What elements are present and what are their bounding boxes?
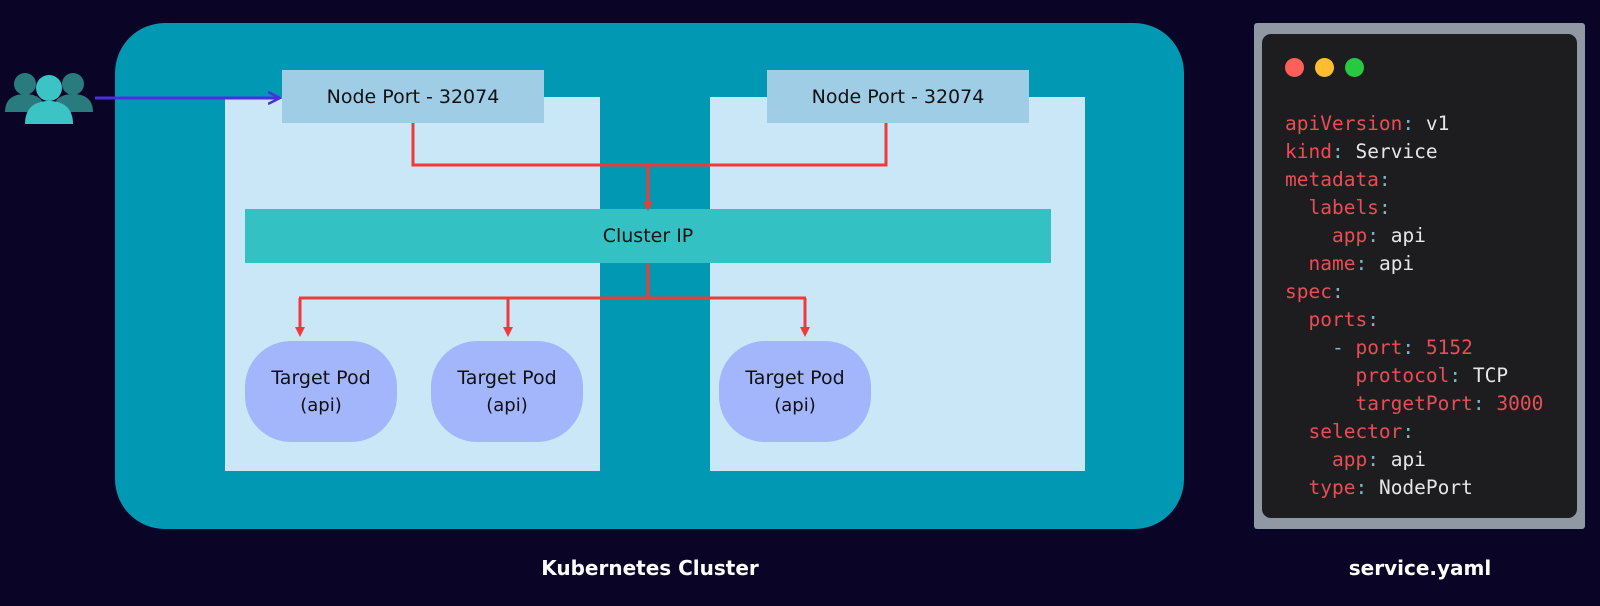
yaml-line: labels: — [1285, 194, 1543, 222]
yaml-value: NodePort — [1378, 476, 1473, 499]
yaml-dash: - — [1331, 336, 1356, 359]
yaml-key: metadata — [1285, 168, 1379, 191]
pod-sub-label: (api) — [774, 394, 816, 416]
yaml-line: kind: Service — [1285, 138, 1543, 166]
yaml-value: 3000 — [1496, 392, 1544, 415]
yaml-value: 5152 — [1425, 336, 1473, 359]
yaml-key: targetPort — [1355, 392, 1473, 415]
yaml-space — [1414, 112, 1426, 135]
yaml-value: api — [1390, 448, 1426, 471]
cluster-ip-bar: Cluster IP — [245, 209, 1051, 263]
yaml-key: type — [1308, 476, 1356, 499]
users-group-icon — [5, 73, 93, 124]
service-yaml-caption: service.yaml — [1348, 556, 1492, 580]
yaml-line: name: api — [1285, 250, 1543, 278]
yaml-line: protocol: TCP — [1285, 362, 1543, 390]
yaml-space — [1485, 392, 1497, 415]
yaml-indent — [1285, 392, 1355, 415]
yaml-key: name — [1308, 252, 1356, 275]
yaml-indent — [1285, 224, 1332, 247]
yaml-space — [1414, 336, 1426, 359]
yaml-line: ports: — [1285, 306, 1543, 334]
yaml-colon: : — [1402, 112, 1415, 135]
target-pod-2: Target Pod (api) — [431, 341, 583, 442]
yaml-colon: : — [1367, 448, 1379, 471]
node-port-right: Node Port - 32074 — [767, 70, 1029, 123]
yaml-value: api — [1378, 252, 1415, 275]
yaml-line: app: api — [1285, 446, 1543, 474]
kubernetes-cluster-caption: Kubernetes Cluster — [541, 556, 759, 580]
yaml-line: - port: 5152 — [1285, 334, 1543, 362]
yaml-line: spec: — [1285, 278, 1543, 306]
yaml-indent — [1285, 308, 1308, 331]
yaml-indent — [1285, 252, 1308, 275]
yaml-value: Service — [1355, 140, 1438, 163]
pod-label: Target Pod — [457, 366, 557, 389]
yaml-key: spec — [1285, 280, 1332, 303]
target-pod-1: Target Pod (api) — [245, 341, 397, 442]
yaml-space — [1344, 140, 1356, 163]
close-dot-icon[interactable] — [1285, 58, 1304, 77]
yaml-colon: : — [1355, 476, 1368, 499]
yaml-line: selector: — [1285, 418, 1543, 446]
yaml-colon: : — [1367, 308, 1379, 331]
yaml-colon: : — [1367, 224, 1379, 247]
yaml-indent — [1285, 336, 1332, 359]
yaml-line: type: NodePort — [1285, 474, 1543, 502]
yaml-key: app — [1331, 448, 1368, 471]
yaml-colon: : — [1402, 336, 1415, 359]
pod-sub-label: (api) — [300, 394, 342, 416]
yaml-key: port — [1355, 336, 1403, 359]
yaml-indent — [1285, 364, 1355, 387]
yaml-indent — [1285, 420, 1308, 443]
pod-label: Target Pod — [271, 366, 371, 389]
yaml-indent — [1285, 196, 1308, 219]
yaml-space — [1379, 224, 1391, 247]
yaml-key: protocol — [1355, 364, 1450, 387]
yaml-space — [1367, 476, 1379, 499]
yaml-colon: : — [1331, 280, 1344, 303]
yaml-space — [1367, 252, 1379, 275]
yaml-key: app — [1331, 224, 1368, 247]
maximize-dot-icon[interactable] — [1345, 58, 1364, 77]
yaml-key: ports — [1308, 308, 1368, 331]
target-pod-3: Target Pod (api) — [719, 341, 871, 442]
yaml-line: app: api — [1285, 222, 1543, 250]
yaml-line: targetPort: 3000 — [1285, 390, 1543, 418]
minimize-dot-icon[interactable] — [1315, 58, 1334, 77]
nodeport-join-wire — [411, 123, 888, 167]
yaml-key: labels — [1308, 196, 1379, 219]
yaml-colon: : — [1378, 168, 1391, 191]
yaml-colon: : — [1402, 420, 1415, 443]
yaml-colon: : — [1449, 364, 1462, 387]
yaml-key: kind — [1285, 140, 1332, 163]
yaml-line: apiVersion: v1 — [1285, 110, 1543, 138]
yaml-colon: : — [1472, 392, 1485, 415]
node-port-left: Node Port - 32074 — [282, 70, 544, 123]
yaml-value: TCP — [1472, 364, 1509, 387]
yaml-colon: : — [1355, 252, 1368, 275]
window-controls — [1285, 58, 1364, 77]
yaml-key: selector — [1308, 420, 1403, 443]
yaml-colon: : — [1331, 140, 1344, 163]
yaml-indent — [1285, 476, 1308, 499]
yaml-line: metadata: — [1285, 166, 1543, 194]
yaml-space — [1379, 448, 1391, 471]
yaml-value: api — [1390, 224, 1426, 247]
yaml-colon: : — [1378, 196, 1391, 219]
yaml-space — [1461, 364, 1473, 387]
pod-label: Target Pod — [745, 366, 845, 389]
yaml-key: apiVersion — [1285, 112, 1403, 135]
pod-sub-label: (api) — [486, 394, 528, 416]
yaml-indent — [1285, 448, 1332, 471]
yaml-value: v1 — [1425, 112, 1450, 135]
